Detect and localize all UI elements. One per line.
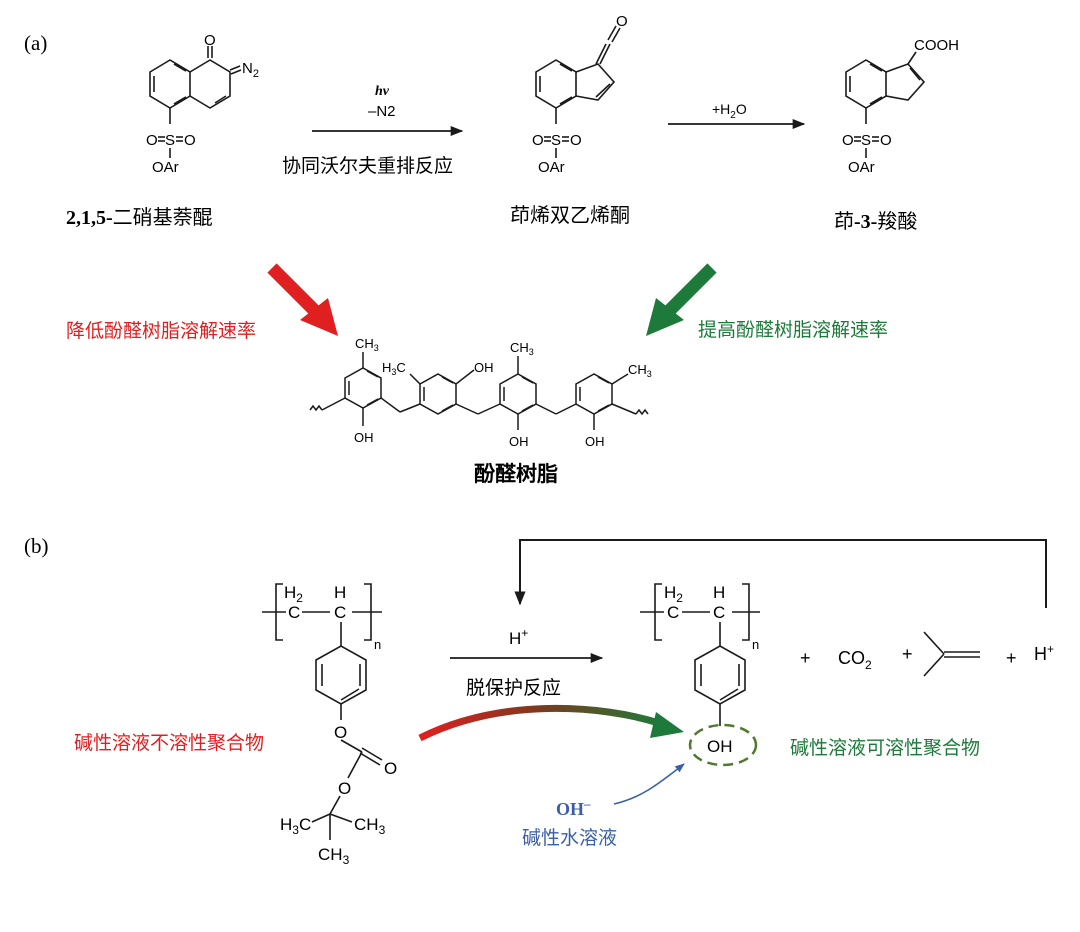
- reduce-dissolution-label: 降低酚醛树脂溶解速率: [66, 320, 256, 342]
- acid-s-label: S: [861, 132, 871, 149]
- resin-oh-4: OH: [585, 434, 605, 449]
- panel-b-label: (b): [24, 534, 49, 558]
- acid-catalyst-label: H+: [509, 626, 528, 648]
- acid-oar-label: OAr: [848, 159, 875, 176]
- solubility-change-arrow: [418, 704, 664, 742]
- left-o3-label: O: [338, 779, 351, 798]
- green-down-arrow: [646, 263, 717, 336]
- dnq-name: 2,1,5-二硝基萘醌: [66, 205, 213, 229]
- dnq-structure: [149, 46, 242, 158]
- n2-loss-label: –N2: [368, 103, 396, 120]
- resin-ch3-3: CH3: [510, 340, 534, 357]
- acid-so-o-left: O: [842, 132, 854, 149]
- ketene-s-label: S: [551, 132, 561, 149]
- dnq-oar-label: OAr: [152, 159, 179, 176]
- red-down-arrow: [267, 263, 338, 336]
- left-o1-label: O: [334, 723, 347, 742]
- panel-a-label: (a): [24, 31, 47, 55]
- dnq-o-label: O: [204, 32, 216, 49]
- soluble-polymer-label: 碱性溶液可溶性聚合物: [790, 737, 980, 759]
- dnq-n2-label: N2: [242, 60, 259, 80]
- dnq-so-o-right: O: [184, 132, 196, 149]
- solubility-change-arrowhead: [650, 712, 684, 738]
- right-oh-label: OH: [707, 737, 733, 756]
- tboc-polymer-structure: [262, 583, 383, 840]
- resin-oh-2: OH: [474, 360, 494, 375]
- resin-oh-3: OH: [509, 434, 529, 449]
- acid-name: 茚-3-羧酸: [834, 209, 917, 233]
- hv-label: hv: [375, 84, 390, 99]
- phenolic-resin-structure: [309, 352, 649, 430]
- left-c1-label: C: [288, 603, 300, 622]
- co2-label: CO2: [838, 648, 872, 672]
- left-h3c-label: H3C: [280, 815, 311, 837]
- dnq-s-label: S: [165, 132, 175, 149]
- left-h2-label: H2: [284, 583, 303, 605]
- alkaline-solution-label: 碱性水溶液: [522, 827, 617, 849]
- hydroxide-attack-arrow: [613, 763, 685, 805]
- insoluble-polymer-label: 碱性溶液不溶性聚合物: [74, 732, 264, 754]
- left-c2-label: C: [334, 603, 346, 622]
- acid-regeneration-arrow: [514, 539, 1047, 608]
- deprotection-label: 脱保护反应: [466, 677, 561, 699]
- right-c1-label: C: [667, 603, 679, 622]
- acid-so-o-right: O: [880, 132, 892, 149]
- left-ch3-right-label: CH3: [354, 815, 386, 837]
- right-c2-label: C: [713, 603, 725, 622]
- wolff-rearrangement-label: 协同沃尔夫重排反应: [282, 155, 453, 177]
- left-ch3-bottom-label: CH3: [318, 845, 350, 867]
- resin-ch3-4: CH3: [628, 362, 652, 379]
- hydroxide-label: OH–: [556, 796, 591, 819]
- plus-sign-3: +: [1006, 648, 1017, 668]
- oh-highlight-circle: [688, 723, 758, 767]
- isobutylene-structure: [923, 631, 980, 677]
- ketene-oar-label: OAr: [538, 159, 565, 176]
- ketene-so-o-left: O: [532, 132, 544, 149]
- right-n-label: n: [752, 637, 759, 652]
- water-label: +H2O: [712, 101, 747, 121]
- ketene-o-label: O: [616, 13, 628, 30]
- ketene-so-o-right: O: [570, 132, 582, 149]
- ketene-structure: [535, 25, 621, 158]
- right-h-label: H: [713, 583, 725, 602]
- left-o2-label: O: [384, 759, 397, 778]
- ketene-name: 茚烯双乙烯酮: [510, 203, 630, 227]
- left-n-label: n: [374, 637, 381, 652]
- phost-polymer-structure: [640, 583, 760, 726]
- proton-label: H+: [1034, 642, 1054, 664]
- acid-structure: [845, 51, 926, 158]
- left-h-label: H: [334, 583, 346, 602]
- resin-name: 酚醛树脂: [474, 462, 558, 486]
- resin-h3c: H3C: [382, 360, 406, 377]
- acid-cooh-label: COOH: [914, 37, 959, 54]
- increase-dissolution-label: 提高酚醛树脂溶解速率: [698, 319, 888, 341]
- dnq-so-o-left: O: [146, 132, 158, 149]
- resin-oh-1: OH: [354, 430, 374, 445]
- right-h2-label: H2: [664, 583, 683, 605]
- plus-sign-2: +: [902, 644, 913, 664]
- resin-ch3-1: CH3: [355, 336, 379, 353]
- plus-sign-1: +: [800, 648, 811, 668]
